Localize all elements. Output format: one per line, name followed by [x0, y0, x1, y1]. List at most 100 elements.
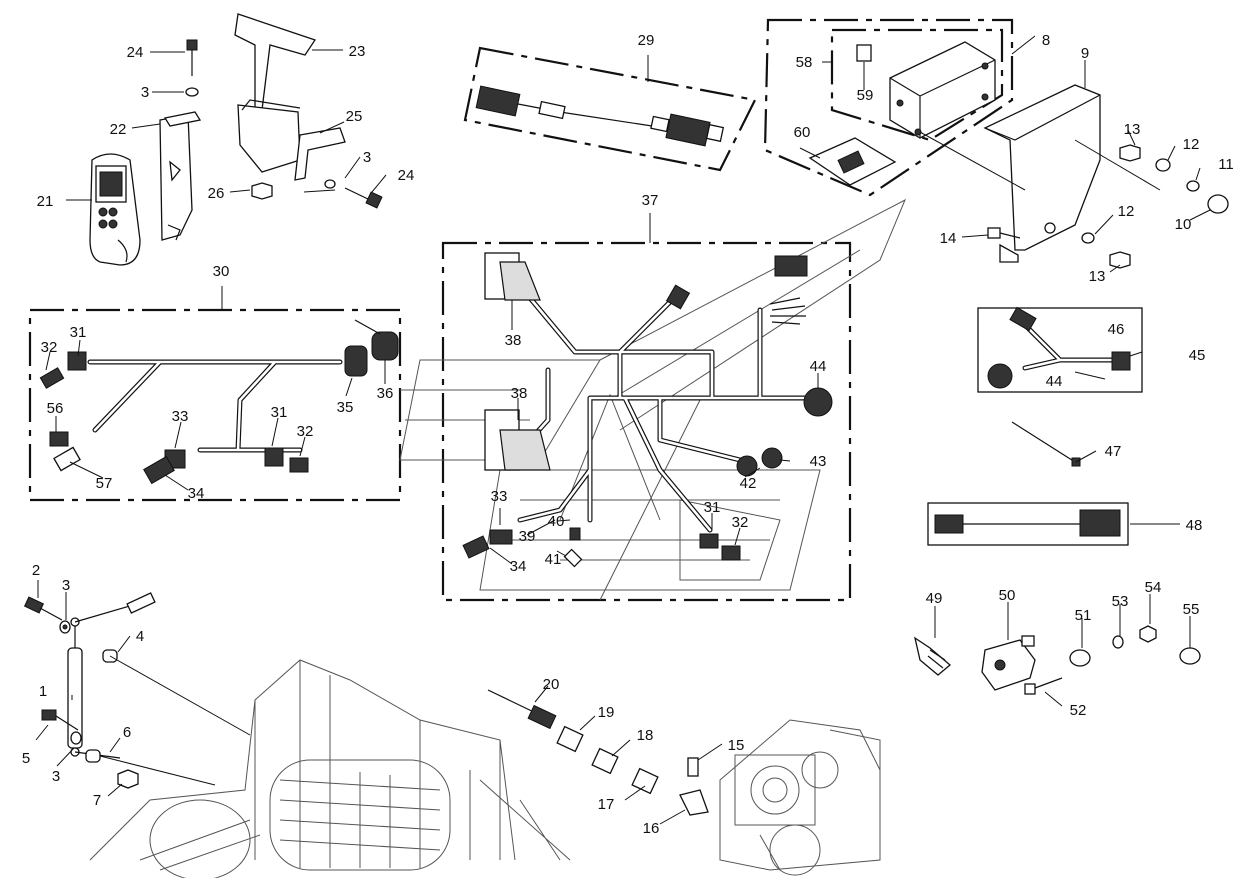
label-34-a: 34	[188, 485, 205, 502]
machine-base-drawing	[89, 659, 881, 878]
rotor-drum-drawing	[139, 759, 451, 878]
label-14: 14	[940, 230, 957, 247]
washer-53	[1112, 635, 1124, 649]
harness-45-box	[977, 306, 1143, 393]
callout-labels: 1 2 3 3 3 3 4 5 6 7 8 9 10 11 12 12 13 1…	[22, 32, 1234, 837]
label-12-a: 12	[1183, 136, 1200, 153]
part-50	[981, 635, 1036, 691]
label-18: 18	[637, 727, 654, 744]
nut-54	[1139, 625, 1157, 643]
bolt-52	[1024, 677, 1063, 695]
label-4: 4	[136, 628, 144, 645]
housing-9	[919, 84, 1161, 263]
clamp-25	[294, 127, 346, 181]
sensor-cable-20	[487, 689, 557, 730]
label-20: 20	[543, 676, 560, 693]
label-44-a: 44	[810, 358, 827, 375]
label-30: 30	[213, 263, 230, 280]
fitting-15	[687, 757, 699, 777]
clamp-51	[1069, 649, 1091, 667]
cable-tie-47	[1011, 421, 1081, 467]
nut-13b	[1109, 251, 1131, 269]
label-29: 29	[638, 32, 655, 49]
label-48: 48	[1186, 517, 1203, 534]
label-3-b: 3	[52, 768, 60, 785]
control-box-8	[763, 18, 1014, 197]
label-51: 51	[1075, 607, 1092, 624]
label-24-a: 24	[127, 44, 144, 61]
label-5: 5	[22, 750, 30, 767]
label-38-b: 38	[511, 385, 528, 402]
label-56: 56	[47, 400, 64, 417]
bolt-14	[987, 227, 1021, 239]
gas-strut-assembly	[67, 592, 156, 759]
label-3-c: 3	[141, 84, 149, 101]
label-52: 52	[1070, 702, 1087, 719]
bolt-5	[41, 709, 79, 731]
washer-3a	[59, 620, 71, 634]
label-50: 50	[999, 587, 1016, 604]
label-55: 55	[1183, 601, 1200, 618]
label-49: 49	[926, 590, 943, 607]
label-33-b: 33	[491, 488, 508, 505]
plate-bracket-23	[234, 13, 317, 173]
label-57: 57	[96, 475, 113, 492]
bolt-2	[23, 596, 63, 621]
label-16: 16	[643, 820, 660, 837]
label-31-a: 31	[70, 324, 87, 341]
fitting-18	[591, 747, 619, 775]
label-25: 25	[346, 108, 363, 125]
label-35: 35	[337, 399, 354, 416]
control-terminal-21	[89, 153, 141, 266]
label-39: 39	[519, 528, 536, 545]
label-13-b: 13	[1089, 268, 1106, 285]
label-58: 58	[796, 54, 813, 71]
label-59: 59	[857, 87, 874, 104]
washer-3d	[324, 179, 336, 189]
harness-30-box	[28, 308, 402, 502]
elbow-16	[679, 789, 709, 816]
label-42: 42	[740, 475, 757, 492]
label-26: 26	[208, 185, 225, 202]
bolt-24a	[186, 39, 198, 76]
washer-12b	[1081, 232, 1095, 244]
cable-48-box	[927, 502, 1129, 546]
bushing-6	[85, 749, 101, 763]
washer-3b	[70, 731, 82, 745]
washer-11	[1186, 180, 1200, 192]
gearbox-drawing	[719, 719, 881, 876]
label-3-a: 3	[62, 577, 70, 594]
label-21: 21	[37, 193, 54, 210]
fitting-17	[631, 767, 659, 795]
label-41: 41	[545, 551, 562, 568]
label-10: 10	[1175, 216, 1192, 233]
label-11: 11	[1218, 156, 1234, 173]
label-47: 47	[1105, 443, 1122, 460]
label-38-a: 38	[505, 332, 522, 349]
part-49	[914, 636, 952, 676]
label-24-b: 24	[398, 167, 415, 184]
washer-3c	[185, 87, 199, 97]
label-44-b: 44	[1046, 373, 1063, 390]
label-12-b: 12	[1118, 203, 1135, 220]
label-34-b: 34	[510, 558, 527, 575]
nut-7	[117, 769, 139, 789]
label-15: 15	[728, 737, 745, 754]
nut-13a	[1119, 144, 1141, 162]
label-32-c: 32	[732, 514, 749, 531]
label-53: 53	[1112, 593, 1129, 610]
label-17: 17	[598, 796, 615, 813]
label-32-a: 32	[41, 339, 58, 356]
harness-37-box	[399, 198, 906, 602]
label-45: 45	[1189, 347, 1206, 364]
label-3-d: 3	[363, 149, 371, 166]
label-23: 23	[349, 43, 366, 60]
label-7: 7	[93, 792, 101, 809]
cap-55	[1179, 647, 1201, 665]
label-13-a: 13	[1124, 121, 1141, 138]
cap-10	[1207, 194, 1229, 214]
label-32-b: 32	[297, 423, 314, 440]
washer-12a	[1155, 158, 1171, 172]
label-9: 9	[1081, 45, 1089, 62]
